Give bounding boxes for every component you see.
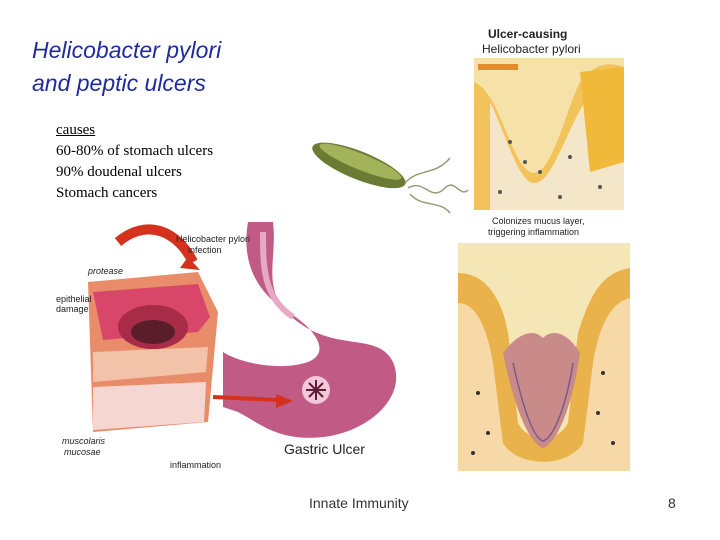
bullet-list: causes 60-80% of stomach ulcers 90% doud… <box>56 120 213 204</box>
figure-caption-line-1: Colonizes mucus layer, <box>492 216 585 226</box>
label-inflammation: inflammation <box>170 460 221 470</box>
ulcer-formation-figure <box>458 243 630 471</box>
label-infection-line-2: infection <box>188 245 222 255</box>
label-epithelial-line-2: damage <box>56 304 89 314</box>
bullet-causes: causes <box>56 122 96 138</box>
label-protease: protease <box>87 266 123 276</box>
label-gastric-ulcer: Gastric Ulcer <box>284 441 365 457</box>
h-pylori-bacterium-image <box>300 128 470 228</box>
slide-footer: Innate Immunity <box>309 495 409 511</box>
label-muscolaris-line-2: mucosae <box>64 447 101 457</box>
label-infection-line-1: Helicobacter pylori <box>176 234 250 244</box>
gastric-ulcer-illustration: Helicobacter pylori infection protease e… <box>48 222 448 477</box>
bullet-stomach-ulcers: 60-80% of stomach ulcers <box>56 143 214 159</box>
figure-title-line-1: Ulcer-causing <box>488 27 567 41</box>
slide-title: Helicobacter pylori and peptic ulcers <box>32 34 221 101</box>
label-epithelial-line-1: epithelial <box>56 294 92 304</box>
bullet-stomach-cancers: Stomach cancers <box>56 185 158 201</box>
page-number: 8 <box>668 495 676 511</box>
bullet-duodenal-ulcers: 90% doudenal ulcers <box>56 164 182 180</box>
title-line-1: Helicobacter pylori <box>32 37 222 63</box>
figure-title-line-2: Helicobacter pylori <box>482 42 581 56</box>
colonization-figure: Ulcer-causing Helicobacter pylori Coloni… <box>470 22 630 240</box>
title-line-2: and peptic ulcers <box>32 70 206 97</box>
figure-caption-line-2: triggering inflammation <box>488 227 579 237</box>
label-muscolaris-line-1: muscolaris <box>62 436 106 446</box>
